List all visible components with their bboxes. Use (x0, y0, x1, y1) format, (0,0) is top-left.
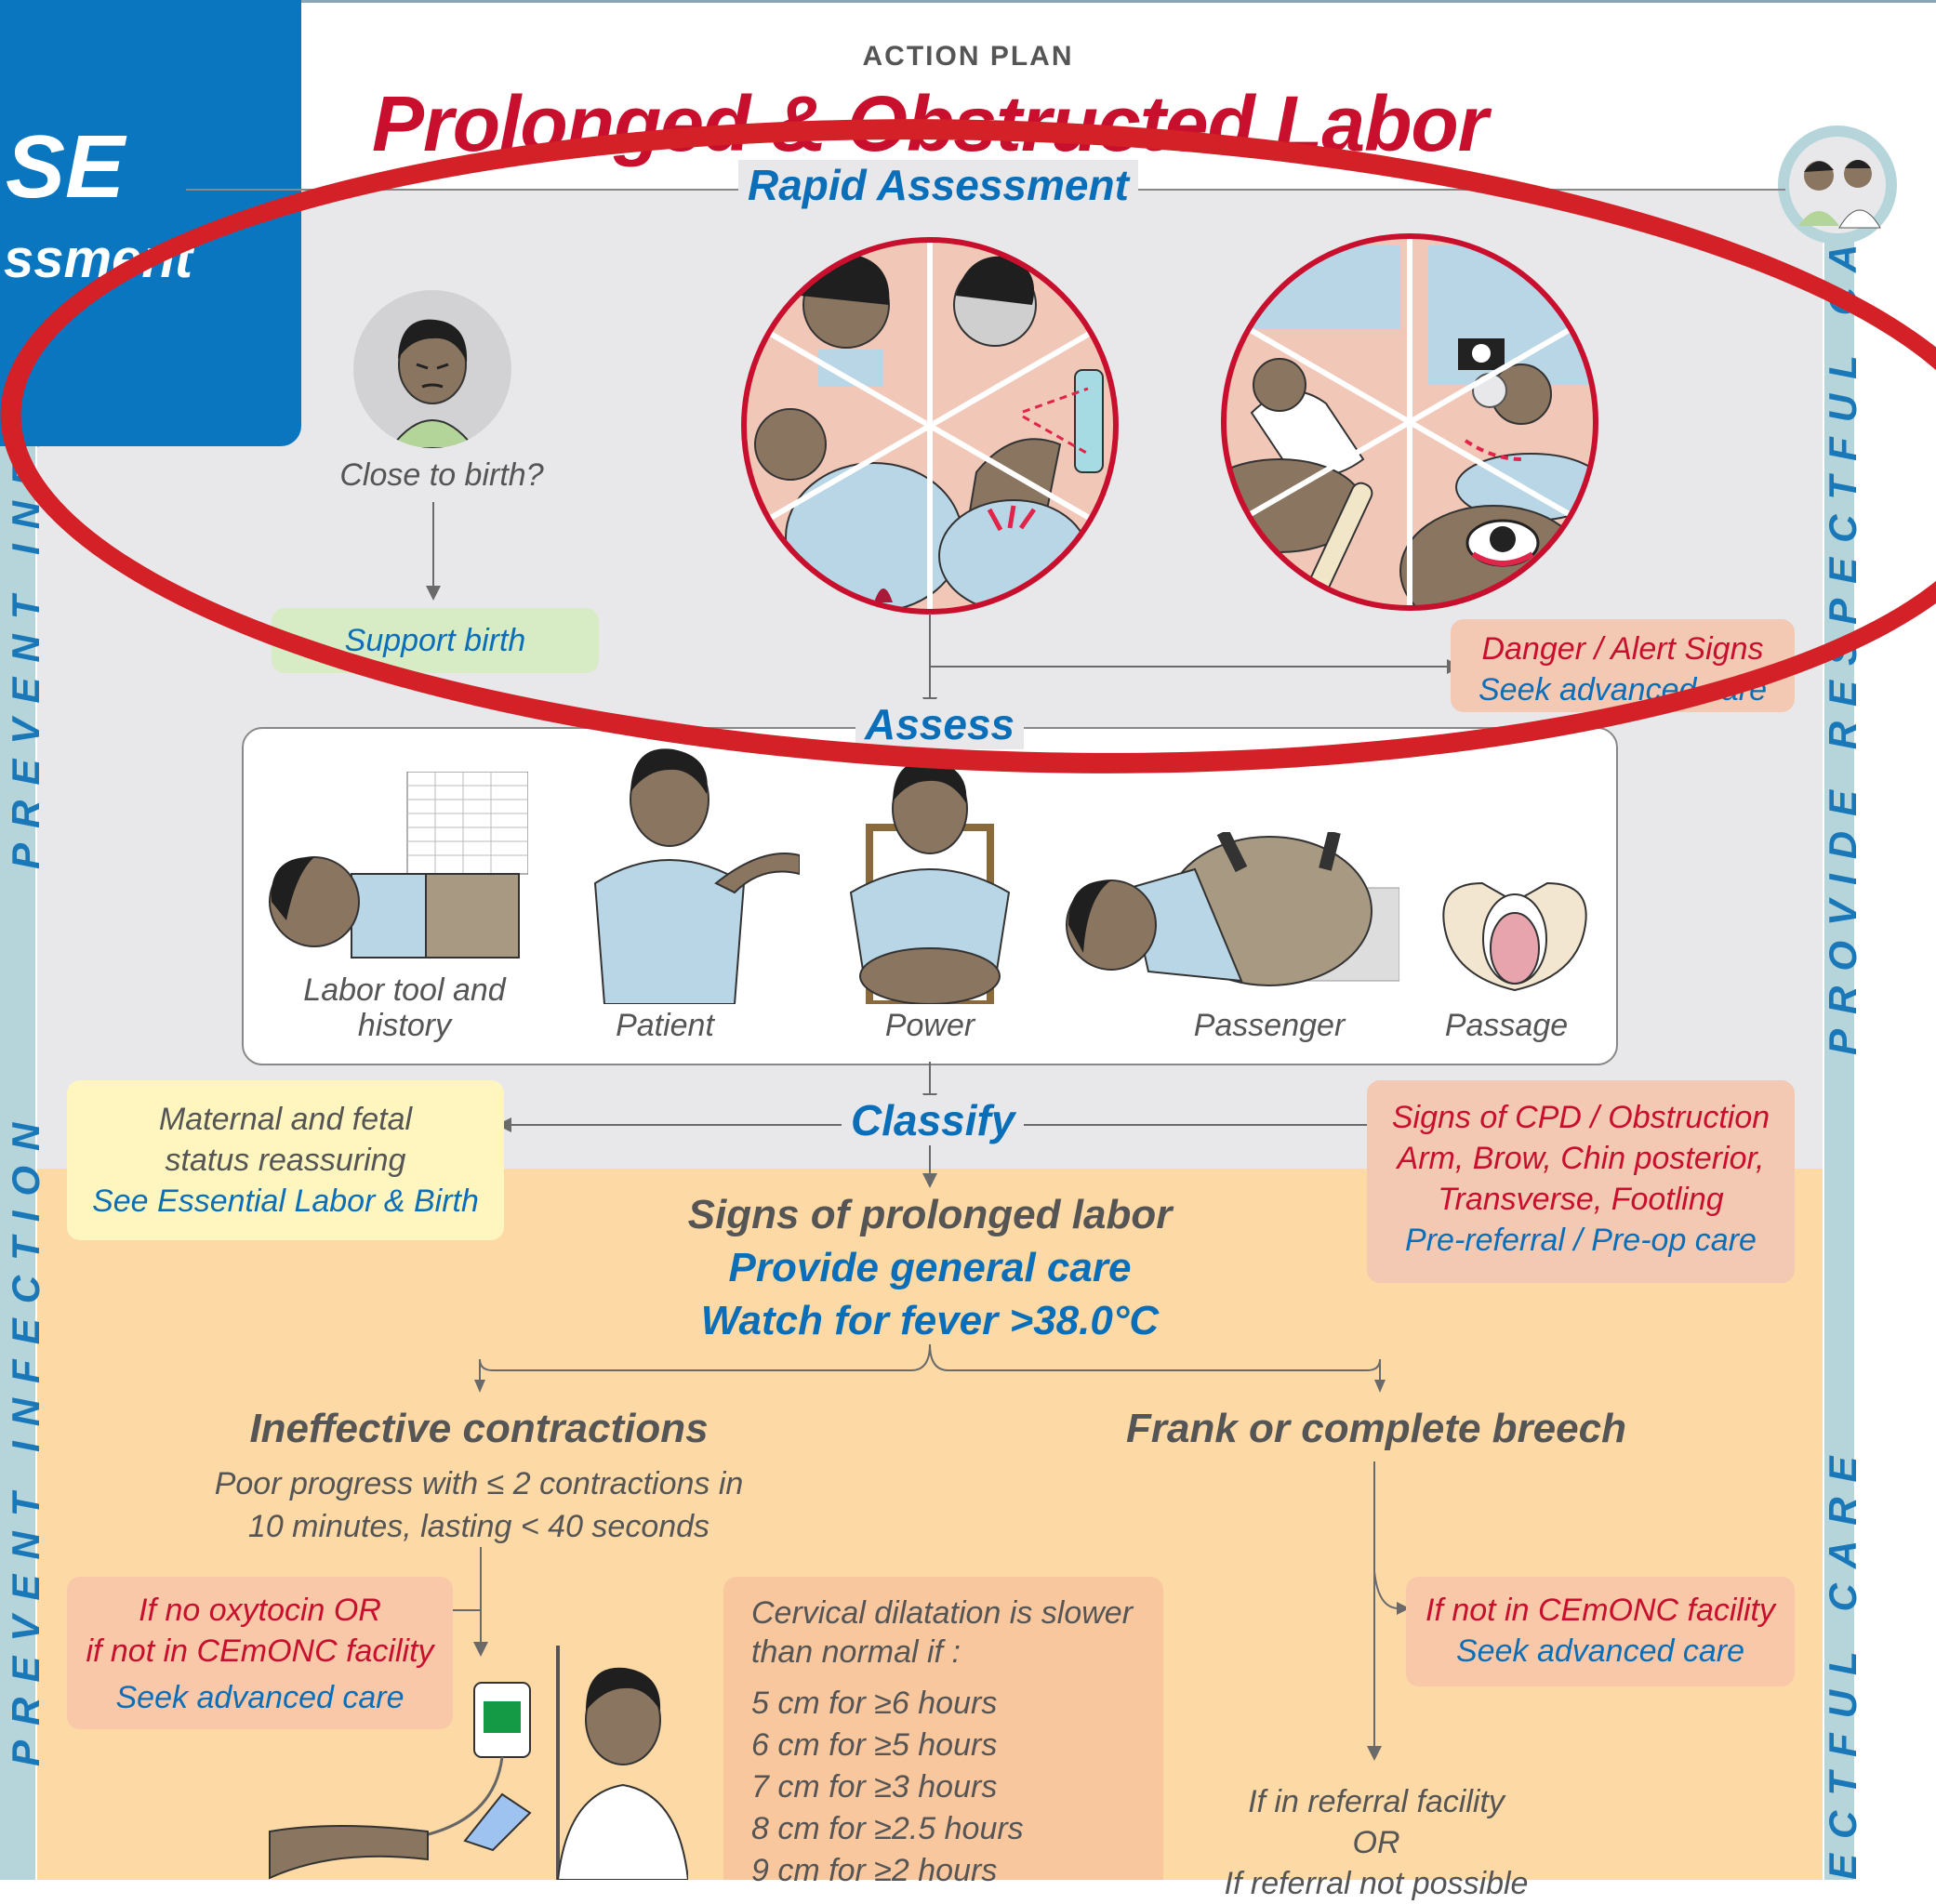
side-text-left-bottom: PREVENT INFECTION (4, 1107, 47, 1766)
rapid-assessment-title: Rapid Assessment (738, 160, 1138, 210)
referral-line3: If referral not possible (1224, 1866, 1529, 1901)
section-tab-big-text: SE (6, 117, 126, 217)
right-side-bar (1824, 186, 1854, 1880)
section-tab-small-text: ssment (4, 229, 193, 289)
obstruction-line2: Arm, Brow, Chin posterior, (1397, 1141, 1765, 1176)
close-to-birth-label: Close to birth? (339, 457, 544, 493)
no-oxytocin-box: If no oxytocin OR if not in CEmONC facil… (67, 1577, 453, 1729)
arrow-down-icon (426, 586, 441, 601)
danger-line (930, 666, 1451, 668)
obstruction-line4: Pre-referral / Pre-op care (1405, 1223, 1757, 1258)
labor-tool-illustration (259, 771, 529, 967)
cervical-item-5: 9 cm for ≥2 hours (751, 1853, 998, 1888)
assess-caption-power: Power (884, 1008, 975, 1043)
reassuring-link[interactable]: See Essential Labor & Birth (92, 1183, 479, 1219)
ineffective-desc: Poor progress with ≤ 2 contractions in 1… (186, 1462, 772, 1548)
respectful-care-avatar (1778, 126, 1897, 245)
ineffective-title: Ineffective contractions (249, 1406, 709, 1451)
classify-title: Classify (842, 1095, 1025, 1145)
breech-line (1373, 1461, 1375, 1750)
cervical-item-2: 6 cm for ≥5 hours (751, 1727, 998, 1763)
no-oxy-line1: If no oxytocin OR (139, 1593, 381, 1628)
prolonged-labor-block: Signs of prolonged labor Provide general… (558, 1188, 1302, 1347)
arrow-down-icon-5 (473, 1642, 488, 1657)
obstruction-line1: Signs of CPD / Obstruction (1391, 1100, 1770, 1135)
obstruction-line3: Transverse, Footling (1438, 1182, 1724, 1217)
side-text-right-bottom: ECTFUL CARE (1821, 1441, 1864, 1880)
cervical-box: Cervical dilatation is slower than norma… (723, 1577, 1163, 1888)
assess-caption-labor-tool: Labor tool and history (303, 972, 506, 1043)
referral-block: If in referral facility OR If referral n… (1190, 1781, 1562, 1904)
close-to-birth-line (432, 502, 434, 588)
alert-signs-circle-icon (1214, 227, 1605, 617)
assess-down-line (929, 614, 931, 705)
ineffective-desc2: 10 minutes, lasting < 40 seconds (247, 1509, 710, 1544)
passenger-illustration (1055, 828, 1400, 999)
branch-bracket (474, 1339, 1386, 1395)
classify-line-in (929, 1062, 931, 1099)
woman-avatar (353, 290, 511, 448)
assess-caption-passage: Passage (1444, 1008, 1569, 1043)
prolonged-line1: Signs of prolonged labor (687, 1192, 1173, 1237)
not-cemonc-line2: Seek advanced care (1456, 1633, 1744, 1669)
cervical-intro1: Cervical dilatation is slower (751, 1595, 1134, 1631)
section-tab: SE ssment (0, 0, 301, 446)
breech-branch (1373, 1570, 1412, 1618)
power-illustration (832, 753, 1028, 1008)
eyebrow-label: ACTION PLAN (862, 41, 1074, 72)
arrow-down-icon-4 (922, 1173, 937, 1188)
referral-line1: If in referral facility (1248, 1784, 1505, 1819)
top-rule (298, 0, 1936, 3)
page-title: Prolonged & Obstructed Labor (372, 80, 1488, 167)
reassuring-line1: Maternal and fetal (158, 1102, 413, 1137)
assess-caption-passenger: Passenger (1193, 1008, 1346, 1043)
not-cemonc-line1: If not in CEmONC facility (1425, 1593, 1775, 1628)
iv-drip-illustration (260, 1646, 690, 1881)
reassuring-box: Maternal and fetal status reassuring See… (67, 1080, 504, 1240)
prolonged-line3: Watch for fever >38.0°C (700, 1298, 1160, 1343)
reassuring-line2: status reassuring (165, 1143, 406, 1178)
assess-caption-patient: Patient (616, 1008, 714, 1043)
ineffective-desc1: Poor progress with ≤ 2 contractions in (214, 1466, 744, 1501)
classify-right-line (1023, 1124, 1376, 1126)
classify-left-line (511, 1124, 846, 1126)
cervical-item-4: 8 cm for ≥2.5 hours (751, 1811, 1024, 1846)
not-cemonc-box: If not in CEmONC facility Seek advanced … (1406, 1577, 1795, 1686)
breech-title: Frank or complete breech (1126, 1406, 1626, 1451)
no-oxy-line3: Seek advanced care (115, 1680, 404, 1715)
left-side-bar (0, 186, 35, 1880)
obstruction-box: Signs of CPD / Obstruction Arm, Brow, Ch… (1367, 1080, 1795, 1283)
assess-title: Assess (855, 699, 1025, 749)
prolonged-line2: Provide general care (728, 1245, 1132, 1290)
cervical-item-1: 5 cm for ≥6 hours (751, 1686, 998, 1721)
danger-signs-circle-icon (735, 231, 1125, 621)
danger-alert-box: Danger / Alert Signs Seek advanced care (1451, 619, 1795, 712)
cervical-intro2: than normal if : (751, 1634, 961, 1670)
cervical-item-3: 7 cm for ≥3 hours (751, 1769, 998, 1805)
danger-alert-label: Danger / Alert Signs (1481, 631, 1764, 667)
support-birth-box: Support birth (272, 608, 599, 673)
referral-line2: OR (1352, 1825, 1400, 1860)
no-oxy-line2: if not in CEmONC facility (86, 1633, 434, 1669)
patient-illustration (577, 744, 801, 1005)
passage-pelvis-icon (1436, 874, 1594, 995)
ineffective-line (480, 1547, 482, 1646)
center-line (929, 1145, 931, 1179)
arrow-down-icon-6 (1367, 1746, 1382, 1761)
danger-seek-label: Seek advanced care (1479, 672, 1767, 707)
